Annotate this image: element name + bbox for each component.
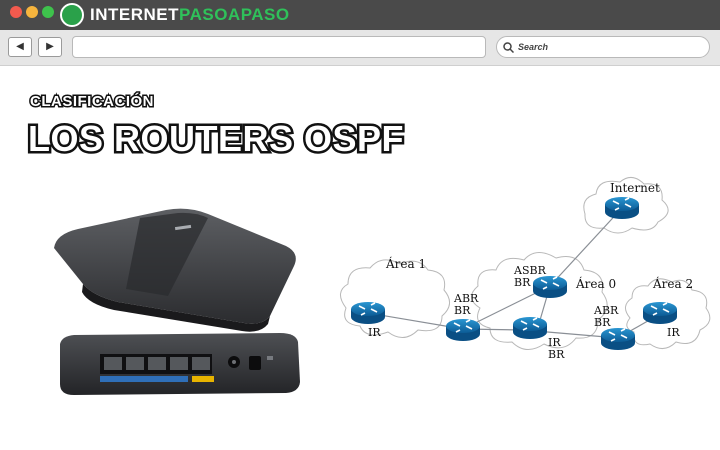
logo-text: INTERNETPASOAPASO — [90, 5, 290, 25]
label-abr-right-2: BR — [594, 316, 611, 329]
site-logo: INTERNETPASOAPASO — [60, 2, 290, 28]
page-subtitle: CLASIFICACIÓN — [29, 92, 156, 112]
label-ir-br-2: BR — [548, 348, 565, 361]
maximize-window-button[interactable] — [42, 6, 54, 18]
label-abr-left-1: ABR — [453, 292, 479, 305]
arrow-right-icon: ▶ — [46, 41, 54, 52]
router-hardware-illustration — [54, 208, 300, 395]
search-label: Search — [518, 42, 549, 52]
search-input[interactable]: Search — [496, 36, 710, 58]
router-asbr — [532, 275, 568, 299]
label-area-2: Área 2 — [652, 276, 693, 291]
back-button[interactable]: ◀ — [8, 37, 32, 57]
arrow-left-icon: ◀ — [16, 41, 24, 52]
label-internet: Internet — [610, 181, 660, 195]
ospf-network-diagram: Internet Área 1 Área 0 Área 2 IR ABR BR … — [340, 177, 711, 361]
logo-icon — [60, 3, 84, 27]
label-area-0: Área 0 — [575, 276, 616, 291]
address-bar[interactable] — [72, 36, 486, 58]
router-abr-right — [600, 327, 636, 351]
cloud-area-1 — [340, 259, 450, 338]
forward-button[interactable]: ▶ — [38, 37, 62, 57]
label-ir-area-1: IR — [368, 326, 381, 339]
router-ir-area-1 — [350, 301, 386, 325]
label-asbr-1: ASBR — [513, 264, 547, 277]
browser-toolbar: ◀ ▶ Search — [0, 30, 720, 66]
search-icon — [503, 41, 514, 53]
cloud-area-0 — [471, 252, 608, 350]
close-window-button[interactable] — [10, 6, 22, 18]
router-abr-left — [445, 318, 481, 342]
page-title: LOS ROUTERS OSPF — [25, 116, 406, 162]
label-abr-left-2: BR — [454, 304, 471, 317]
brand-prefix: INTERNET — [90, 5, 179, 24]
label-abr-right-1: ABR — [593, 304, 619, 317]
label-asbr-2: BR — [514, 276, 531, 289]
minimize-window-button[interactable] — [26, 6, 38, 18]
router-back-view — [60, 333, 300, 395]
router-ir-br — [512, 316, 548, 340]
browser-title-bar: INTERNETPASOAPASO — [0, 0, 720, 30]
router-ir-area-2 — [642, 301, 678, 325]
label-area-1: Área 1 — [385, 256, 426, 271]
router-internet — [604, 196, 640, 220]
brand-accent: PASOAPASO — [179, 5, 290, 24]
router-top-view — [54, 208, 296, 332]
label-ir-br-1: IR — [548, 336, 561, 349]
label-ir-area-2: IR — [667, 326, 680, 339]
